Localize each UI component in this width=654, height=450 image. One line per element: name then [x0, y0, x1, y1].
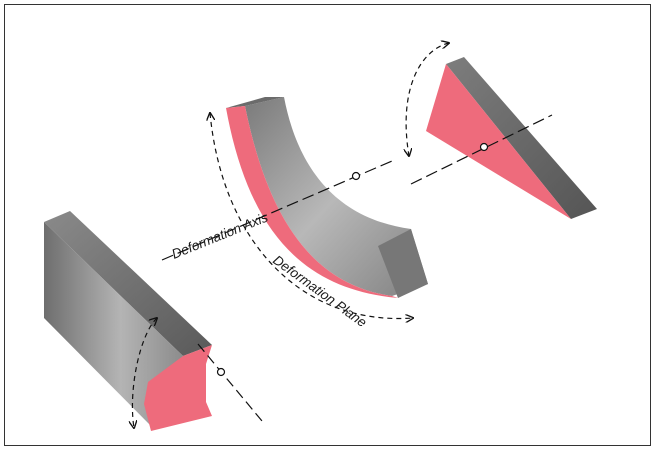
- left-block-end-face: [144, 345, 212, 431]
- left-block-axis-line: [197, 343, 263, 422]
- right-block: [426, 57, 597, 219]
- left-rotation-arrow: [132, 318, 157, 428]
- right-block-gray-face: [446, 57, 597, 219]
- deformation-axis-label: Deformation Axis: [170, 209, 271, 261]
- right-block-pink-face: [426, 64, 571, 219]
- deformation-plane-arrow: [210, 113, 413, 319]
- left-block-axis-marker: [216, 367, 226, 377]
- bent-block-top-face: [226, 97, 284, 108]
- bent-block: [226, 97, 428, 298]
- axis-midpoint-marker: [351, 171, 361, 181]
- figure-frame: [4, 4, 651, 446]
- left-block-top-face: [44, 211, 212, 356]
- right-block-axis-marker: [479, 142, 489, 152]
